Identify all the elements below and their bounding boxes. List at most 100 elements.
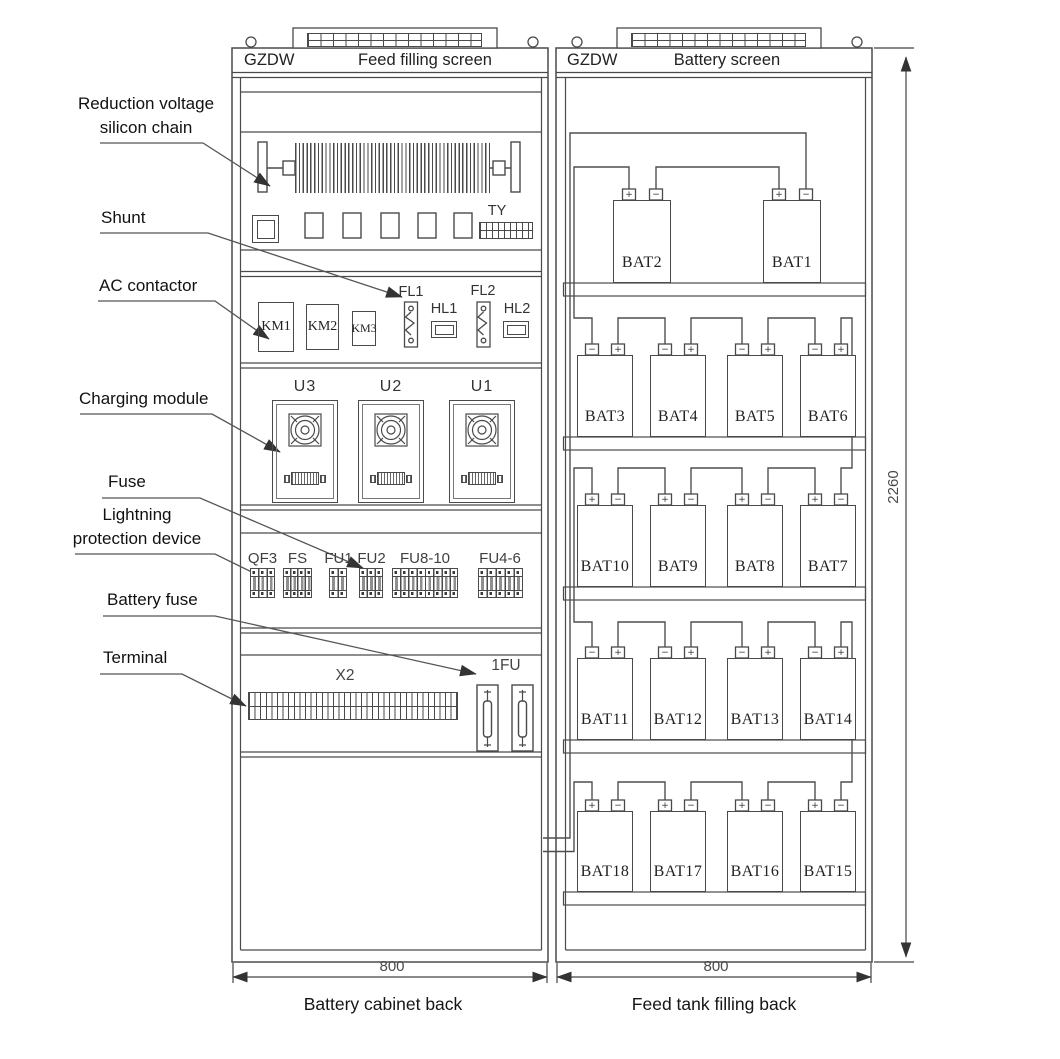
svg-text:+: + (588, 801, 596, 811)
battery-label: BAT6 (807, 408, 849, 425)
battery-label: BAT9 (657, 558, 699, 575)
svg-text:+: + (764, 648, 772, 658)
battery: BAT16 (727, 811, 783, 892)
svg-text:−: − (588, 648, 596, 658)
callout-leaders (75, 142, 477, 707)
svg-text:+: + (687, 648, 695, 658)
battery: BAT14 (800, 658, 856, 740)
callout-terminal: Terminal (103, 648, 168, 667)
battery-label: BAT13 (730, 711, 780, 728)
contactor-km3: KM3 (351, 311, 377, 346)
battery: BAT11 (577, 658, 633, 740)
battery-label: BAT10 (580, 558, 630, 575)
battery-fuse-holders (476, 684, 534, 752)
svg-text:+: + (614, 648, 622, 658)
silicon-chain-fins (295, 143, 491, 193)
fu1-label: FU1 (324, 550, 353, 567)
svg-text:+: + (775, 190, 783, 200)
svg-text:+: + (661, 801, 669, 811)
svg-text:−: − (764, 495, 772, 505)
fu2-label: FU2 (357, 550, 386, 567)
left-cabinet-code: GZDW (244, 51, 295, 69)
module-connector (291, 472, 319, 485)
km1-label: KM1 (261, 319, 291, 334)
silicon-chain (257, 141, 521, 239)
indicator-lamp-hl1 (431, 321, 457, 338)
battery-shelves (562, 282, 867, 906)
connector-wing (370, 475, 376, 483)
right-cabinet-caption: Feed tank filling back (631, 994, 797, 1014)
right-cabinet-title: Battery screen (673, 51, 781, 69)
svg-text:+: + (837, 648, 845, 658)
callout-shunt: Shunt (101, 208, 146, 227)
battery-label: BAT14 (803, 711, 853, 728)
battery-label: BAT11 (580, 711, 630, 728)
svg-text:+: + (687, 345, 695, 355)
callout-battery-fuse: Battery fuse (107, 590, 198, 609)
callout-lightning-protection: Lightning protection device (72, 505, 202, 548)
leader-terminal (100, 673, 247, 707)
svg-text:−: − (837, 801, 845, 811)
ty-label: TY (487, 203, 507, 219)
svg-text:−: − (652, 190, 660, 200)
hl1-label: HL1 (430, 301, 458, 317)
lifting-hole (527, 36, 539, 48)
svg-text:−: − (661, 648, 669, 658)
vent-grille (631, 33, 806, 47)
fu4-6-label: FU4-6 (479, 550, 521, 567)
svg-text:−: − (811, 345, 819, 355)
svg-text:−: − (614, 495, 622, 505)
leader-shunt (100, 232, 403, 298)
lifting-hole (571, 36, 583, 48)
battery-label: BAT8 (734, 558, 776, 575)
battery-label: BAT3 (584, 408, 626, 425)
svg-text:+: + (811, 801, 819, 811)
vent-grille (307, 33, 482, 47)
terminal-strip-x2 (248, 692, 458, 720)
svg-text:−: − (614, 801, 622, 811)
leader-charging-module (80, 413, 281, 453)
svg-text:−: − (661, 345, 669, 355)
breaker-qf3 (250, 568, 275, 598)
svg-text:+: + (738, 801, 746, 811)
svg-text:+: + (588, 495, 596, 505)
battery: BAT6 (800, 355, 856, 437)
battery: BAT12 (650, 658, 706, 740)
svg-text:−: − (738, 648, 746, 658)
leader-battery-fuse (103, 615, 477, 677)
charging-module-u1 (449, 400, 515, 503)
lifting-hole (851, 36, 863, 48)
connector-wing (497, 475, 503, 483)
svg-text:−: − (687, 801, 695, 811)
ty-terminal-block (479, 222, 533, 239)
double-square-component (252, 215, 279, 243)
battery: BAT17 (650, 811, 706, 892)
battery: BAT4 (650, 355, 706, 437)
svg-text:−: − (837, 495, 845, 505)
leader-fuse (102, 497, 364, 569)
svg-text:−: − (738, 345, 746, 355)
svg-text:−: − (802, 190, 810, 200)
battery: BAT9 (650, 505, 706, 587)
svg-text:−: − (764, 801, 772, 811)
battery: BAT15 (800, 811, 856, 892)
module-u1-label: U1 (470, 378, 494, 395)
svg-text:+: + (614, 345, 622, 355)
battery: BAT18 (577, 811, 633, 892)
charging-module-u2 (358, 400, 424, 503)
fan-icon (374, 413, 408, 447)
battery-label: BAT2 (621, 254, 663, 271)
battery: BAT10 (577, 505, 633, 587)
svg-text:+: + (738, 495, 746, 505)
fan-icon (465, 413, 499, 447)
svg-text:−: − (811, 648, 819, 658)
1fu-label: 1FU (491, 657, 521, 674)
right-cabinet-code: GZDW (567, 51, 618, 69)
battery-label: BAT15 (803, 863, 853, 880)
right-width-dimension: 800 (703, 958, 729, 975)
fl1-label: FL1 (398, 284, 424, 300)
disconnector-fs (283, 568, 312, 598)
svg-text:+: + (811, 495, 819, 505)
callout-fuse: Fuse (108, 472, 146, 491)
fan-icon (288, 413, 322, 447)
